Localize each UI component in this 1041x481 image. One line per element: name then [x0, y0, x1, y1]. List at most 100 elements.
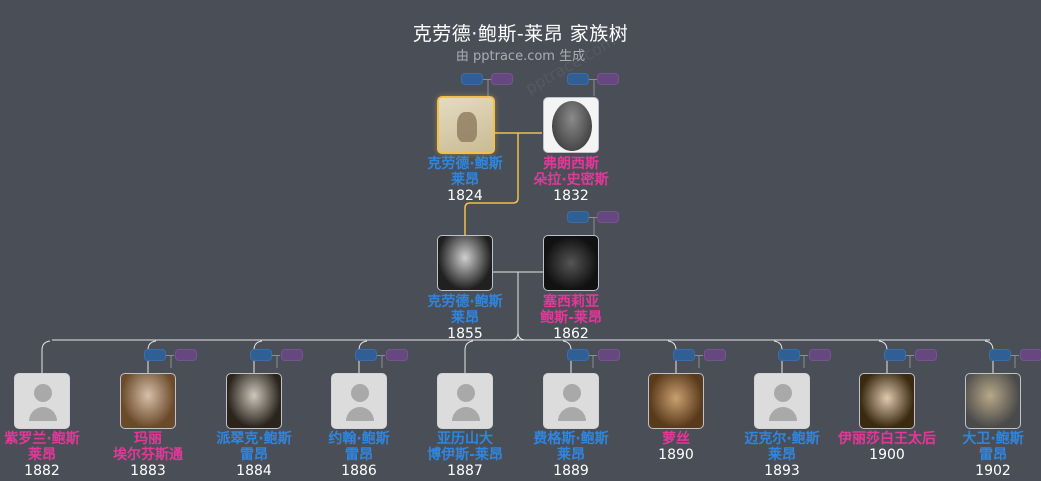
person-name: 大卫·鲍斯	[962, 431, 1024, 447]
birth-year: 1889	[553, 463, 589, 479]
person-card-c5[interactable]: 亚历山大 博伊斯-莱昂 1887	[405, 431, 525, 480]
person-card-c8[interactable]: 迈克尔·鲍斯 莱昂 1893	[722, 431, 842, 480]
person-name: 雷昂	[979, 447, 1007, 463]
pill-connector	[906, 355, 914, 356]
person-photo-c6[interactable]	[543, 373, 599, 429]
person-name: 埃尔芬斯通	[113, 447, 183, 463]
father-pill[interactable]	[567, 211, 589, 223]
birth-year: 1893	[764, 463, 800, 479]
person-name: 朵拉·史密斯	[533, 172, 609, 188]
father-pill[interactable]	[567, 73, 589, 85]
person-photo-p3[interactable]	[437, 235, 493, 291]
avatar-placeholder-icon	[351, 384, 369, 402]
person-photo-c7[interactable]	[648, 373, 704, 429]
pill-connector	[1011, 355, 1019, 356]
avatar-placeholder-body	[29, 407, 57, 421]
mother-pill[interactable]	[175, 349, 197, 361]
person-name: 伊丽莎白王太后	[838, 431, 936, 447]
pill-connector	[272, 355, 280, 356]
person-photo-p4[interactable]	[543, 235, 599, 291]
person-photo-c1[interactable]	[14, 373, 70, 429]
person-card-c3[interactable]: 派翠克·鲍斯 雷昂 1884	[194, 431, 314, 480]
mother-pill[interactable]	[1020, 349, 1041, 361]
mother-pill[interactable]	[809, 349, 831, 361]
mother-pill[interactable]	[597, 73, 619, 85]
pill-connector	[589, 355, 597, 356]
person-card-p1[interactable]: 克劳德·鲍斯 莱昂 1824	[405, 156, 525, 205]
person-card-c1[interactable]: 紫罗兰·鲍斯 莱昂 1882	[0, 431, 102, 480]
person-photo-c2[interactable]	[120, 373, 176, 429]
father-pill[interactable]	[673, 349, 695, 361]
pill-connector	[377, 355, 385, 356]
person-name: 约翰·鲍斯	[328, 431, 390, 447]
birth-year: 1882	[24, 463, 60, 479]
father-pill[interactable]	[567, 349, 589, 361]
person-card-c7[interactable]: 萝丝 1890	[616, 431, 736, 464]
person-name: 弗朗西斯	[543, 156, 599, 172]
person-photo-p2[interactable]	[543, 97, 599, 153]
mother-pill[interactable]	[386, 349, 408, 361]
page-title: 克劳德·鲍斯-莱昂 家族树	[412, 23, 629, 45]
mother-pill[interactable]	[598, 349, 620, 361]
person-name: 博伊斯-莱昂	[427, 447, 503, 463]
father-pill[interactable]	[355, 349, 377, 361]
father-pill[interactable]	[250, 349, 272, 361]
pill-connector	[589, 79, 597, 80]
avatar-placeholder-icon	[774, 384, 792, 402]
person-name: 莱昂	[28, 447, 56, 463]
father-pill[interactable]	[144, 349, 166, 361]
person-photo-p1[interactable]	[437, 96, 495, 154]
birth-year: 1883	[130, 463, 166, 479]
mother-pill[interactable]	[281, 349, 303, 361]
birth-year: 1887	[447, 463, 483, 479]
person-card-c4[interactable]: 约翰·鲍斯 雷昂 1886	[299, 431, 419, 480]
avatar-placeholder-icon	[563, 384, 581, 402]
person-card-p3[interactable]: 克劳德·鲍斯 莱昂 1855	[405, 294, 525, 343]
avatar-placeholder-icon	[34, 384, 52, 402]
avatar-placeholder-body	[769, 407, 797, 421]
birth-year: 1890	[658, 447, 694, 463]
person-name: 玛丽	[134, 431, 162, 447]
birth-year: 1902	[975, 463, 1011, 479]
person-name: 克劳德·鲍斯	[427, 294, 503, 310]
person-name: 费格斯·鲍斯	[533, 431, 609, 447]
birth-year: 1884	[236, 463, 272, 479]
birth-year: 1886	[341, 463, 377, 479]
person-card-c6[interactable]: 费格斯·鲍斯 莱昂 1889	[511, 431, 631, 480]
page-subtitle: 由 pptrace.com 生成	[455, 49, 586, 64]
person-card-c2[interactable]: 玛丽 埃尔芬斯通 1883	[88, 431, 208, 480]
person-card-p4[interactable]: 塞西莉亚 鲍斯-莱昂 1862	[511, 294, 631, 343]
birth-year: 1900	[869, 447, 905, 463]
father-pill[interactable]	[778, 349, 800, 361]
person-photo-c10[interactable]	[965, 373, 1021, 429]
mother-pill[interactable]	[915, 349, 937, 361]
avatar-placeholder-body	[452, 407, 480, 421]
person-card-c9[interactable]: 伊丽莎白王太后 1900	[827, 431, 947, 464]
person-name: 派翠克·鲍斯	[216, 431, 292, 447]
person-photo-c3[interactable]	[226, 373, 282, 429]
pill-connector	[589, 217, 597, 218]
mother-pill[interactable]	[597, 211, 619, 223]
father-pill[interactable]	[989, 349, 1011, 361]
person-photo-c8[interactable]	[754, 373, 810, 429]
person-photo-c5[interactable]	[437, 373, 493, 429]
person-name: 雷昂	[240, 447, 268, 463]
person-name: 迈克尔·鲍斯	[744, 431, 820, 447]
father-pill[interactable]	[461, 73, 483, 85]
birth-year: 1824	[447, 188, 483, 204]
person-photo-c4[interactable]	[331, 373, 387, 429]
pill-connector	[166, 355, 174, 356]
person-card-c10[interactable]: 大卫·鲍斯 雷昂 1902	[933, 431, 1041, 480]
mother-pill[interactable]	[491, 73, 513, 85]
person-card-p2[interactable]: 弗朗西斯 朵拉·史密斯 1832	[511, 156, 631, 205]
person-name: 紫罗兰·鲍斯	[4, 431, 80, 447]
person-photo-c9[interactable]	[859, 373, 915, 429]
avatar-placeholder-body	[346, 407, 374, 421]
person-name: 莱昂	[451, 310, 479, 326]
person-name: 莱昂	[768, 447, 796, 463]
person-name: 亚历山大	[437, 431, 493, 447]
father-pill[interactable]	[884, 349, 906, 361]
mother-pill[interactable]	[704, 349, 726, 361]
person-name: 萝丝	[662, 431, 690, 447]
avatar-placeholder-icon	[457, 384, 475, 402]
